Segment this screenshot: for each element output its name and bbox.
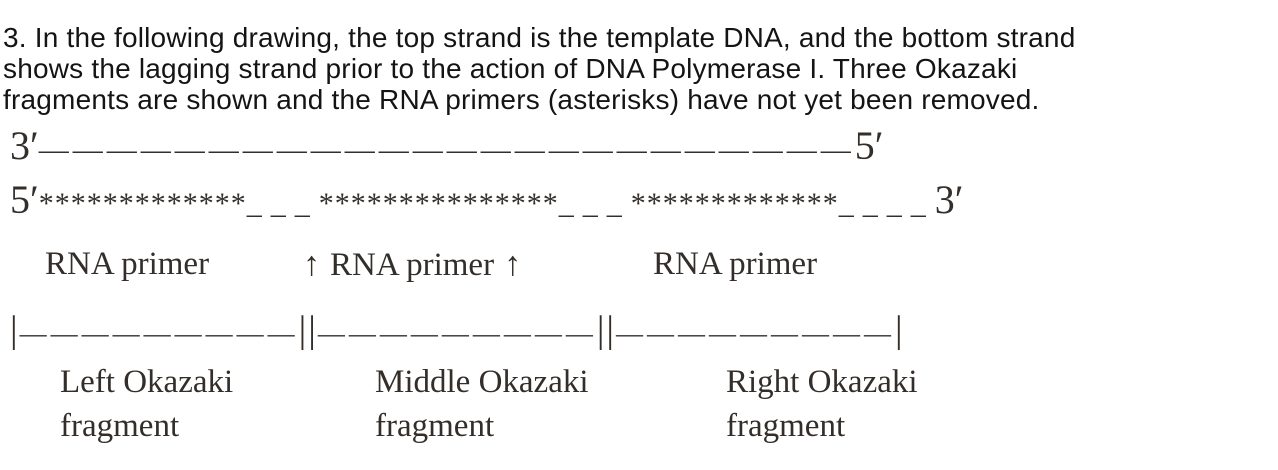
question-line-2: shows the lagging strand prior to the ac…	[3, 53, 1018, 84]
left-fragment-span-line: —————————	[19, 318, 299, 348]
up-arrow-icon: ↑	[504, 246, 522, 283]
left-okazaki-label-line1: Left Okazaki	[60, 364, 234, 400]
question-text: 3. In the following drawing, the top str…	[3, 22, 1075, 115]
rna-primer-asterisks-left: *************	[38, 187, 247, 220]
rna-primer-label-left: RNA primer	[45, 246, 210, 282]
dna-gap-1: ___	[246, 187, 319, 220]
dna-gap-3: ____	[838, 187, 935, 220]
rna-primer-label-middle: ↑ RNA primer ↑	[303, 246, 521, 284]
right-fragment-span-line: —————————	[616, 318, 896, 348]
lagging-strand-3prime-label: 3′	[934, 177, 964, 222]
fragment-boundary-left-bar: |	[10, 309, 20, 351]
template-strand-line: ————————————————————————	[38, 133, 855, 166]
dna-gap-2: ___	[558, 187, 631, 220]
right-okazaki-label-line1: Right Okazaki	[726, 364, 918, 400]
fragment-boundary-right-bar: |	[895, 309, 905, 351]
middle-okazaki-label-line1: Middle Okazaki	[375, 364, 589, 400]
template-dna-strand: 3′————————————————————————5′	[10, 126, 884, 166]
question-line-1: 3. In the following drawing, the top str…	[3, 22, 1076, 53]
lagging-strand-5prime-label: 5′	[10, 177, 39, 222]
left-okazaki-label-line2: fragment	[60, 408, 180, 444]
left-okazaki-fragment-label: Left Okazaki fragment	[60, 360, 233, 448]
question-line-3: fragments are shown and the RNA primers …	[3, 84, 1040, 115]
template-strand-3prime-label: 3′	[10, 123, 39, 168]
rna-primer-asterisks-right: *************	[630, 187, 839, 220]
right-okazaki-fragment-label: Right Okazaki fragment	[726, 360, 918, 448]
middle-okazaki-label-line2: fragment	[375, 408, 495, 444]
lagging-strand: 5′*************___***************___****…	[10, 180, 964, 220]
rna-primer-label-right: RNA primer	[653, 246, 818, 282]
middle-fragment-span-line: —————————	[317, 318, 597, 348]
fragment-boundary-double-bar: ||	[596, 309, 617, 351]
up-arrow-icon: ↑	[303, 246, 320, 283]
rna-primer-label-middle-text: RNA primer	[330, 247, 495, 283]
right-okazaki-label-line2: fragment	[726, 408, 846, 444]
fragment-boundary-line: |—————————||—————————||—————————|	[10, 298, 905, 363]
rna-primer-asterisks-middle: ***************	[318, 187, 559, 220]
fragment-boundary-double-bar: ||	[298, 309, 318, 351]
middle-okazaki-fragment-label: Middle Okazaki fragment	[375, 360, 589, 448]
template-strand-5prime-label: 5′	[854, 123, 884, 168]
